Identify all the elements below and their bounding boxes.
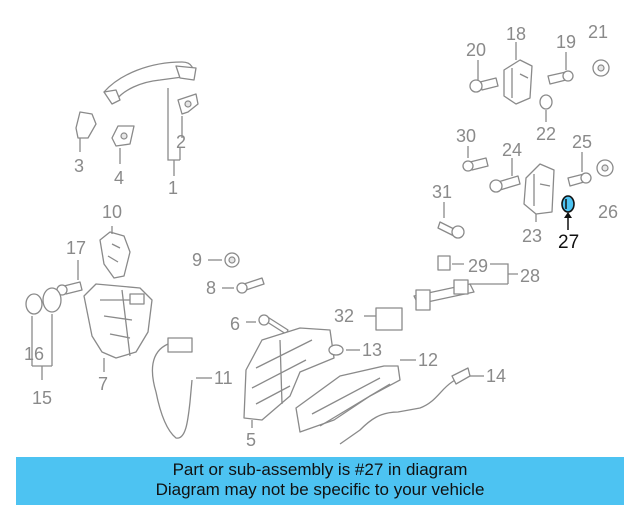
callout-29: 29 [468,256,488,276]
callout-21: 21 [588,22,608,42]
callout-8: 8 [206,278,216,298]
part-4-gasket [111,125,135,164]
callout-10: 10 [102,202,122,222]
part-13-washer [328,344,360,356]
callout-13: 13 [362,340,382,360]
part-25-bolt [567,152,592,187]
part-3-cap [75,111,97,152]
callout-5: 5 [246,430,256,450]
callout-30: 30 [456,126,476,146]
part-22-bushing [539,94,553,122]
callout-18: 18 [506,24,526,44]
part-6-stud [246,314,289,335]
part-8-bolt [222,277,265,294]
callout-26: 26 [598,202,618,222]
part-28-check-strap [413,255,518,311]
callout-6: 6 [230,314,240,334]
part-10-lock-cylinder [99,226,131,279]
part-23-lower-hinge [523,163,555,222]
part-24-bolt [489,158,521,193]
callout-12: 12 [418,350,438,370]
part-19-bolt [547,52,574,85]
callout-15: 15 [32,388,52,408]
callout-4: 4 [114,168,124,188]
callout-3: 3 [74,156,84,176]
callout-1: 1 [168,178,178,198]
part-12-remote [295,359,416,433]
part-20-bolt [469,60,499,93]
callout-11: 11 [214,368,233,388]
callout-24: 24 [502,140,522,160]
part-1-outer-handle [103,61,197,176]
part-32-switch [364,307,403,331]
parts-diagram: 1 2 3 4 5 6 7 8 9 10 11 12 13 14 15 16 1… [24,22,618,450]
part-7-latch [83,283,153,372]
caption-line-1: Part or sub-assembly is #27 in diagram [172,460,468,479]
part-21-washer [592,59,610,77]
callout-23: 23 [522,226,542,246]
part-18-upper-hinge [503,42,533,105]
callout-25: 25 [572,132,592,152]
part-17-screw [56,260,83,296]
part-30-bolt [462,146,489,172]
callout-31: 31 [432,182,452,202]
callout-32: 32 [334,306,354,326]
part-14-rod [339,367,484,445]
callout-14: 14 [486,366,506,386]
part-26-washer [596,159,614,177]
callout-17: 17 [66,238,86,258]
part-31-bolt [437,202,465,239]
part-11-cable [151,337,212,439]
callout-16: 16 [24,344,44,364]
callout-22: 22 [536,124,556,144]
part-9-grommet [208,252,240,268]
callout-2: 2 [176,132,186,152]
callout-28: 28 [520,266,540,286]
callout-27: 27 [558,232,579,253]
part-27-bushing-highlighted [561,195,575,230]
callout-19: 19 [556,32,576,52]
part-16-seal [25,287,62,380]
caption-banner: Part or sub-assembly is #27 in diagram D… [16,457,624,505]
callout-7: 7 [98,374,108,394]
callout-labels: 1 2 3 4 5 6 7 8 9 10 11 12 13 14 15 16 1… [24,22,618,450]
callout-20: 20 [466,40,486,60]
part-2-handle-bracket [177,93,199,138]
callout-9: 9 [192,250,202,270]
part-5-carrier [243,327,335,428]
caption-line-2: Diagram may not be specific to your vehi… [155,480,485,499]
